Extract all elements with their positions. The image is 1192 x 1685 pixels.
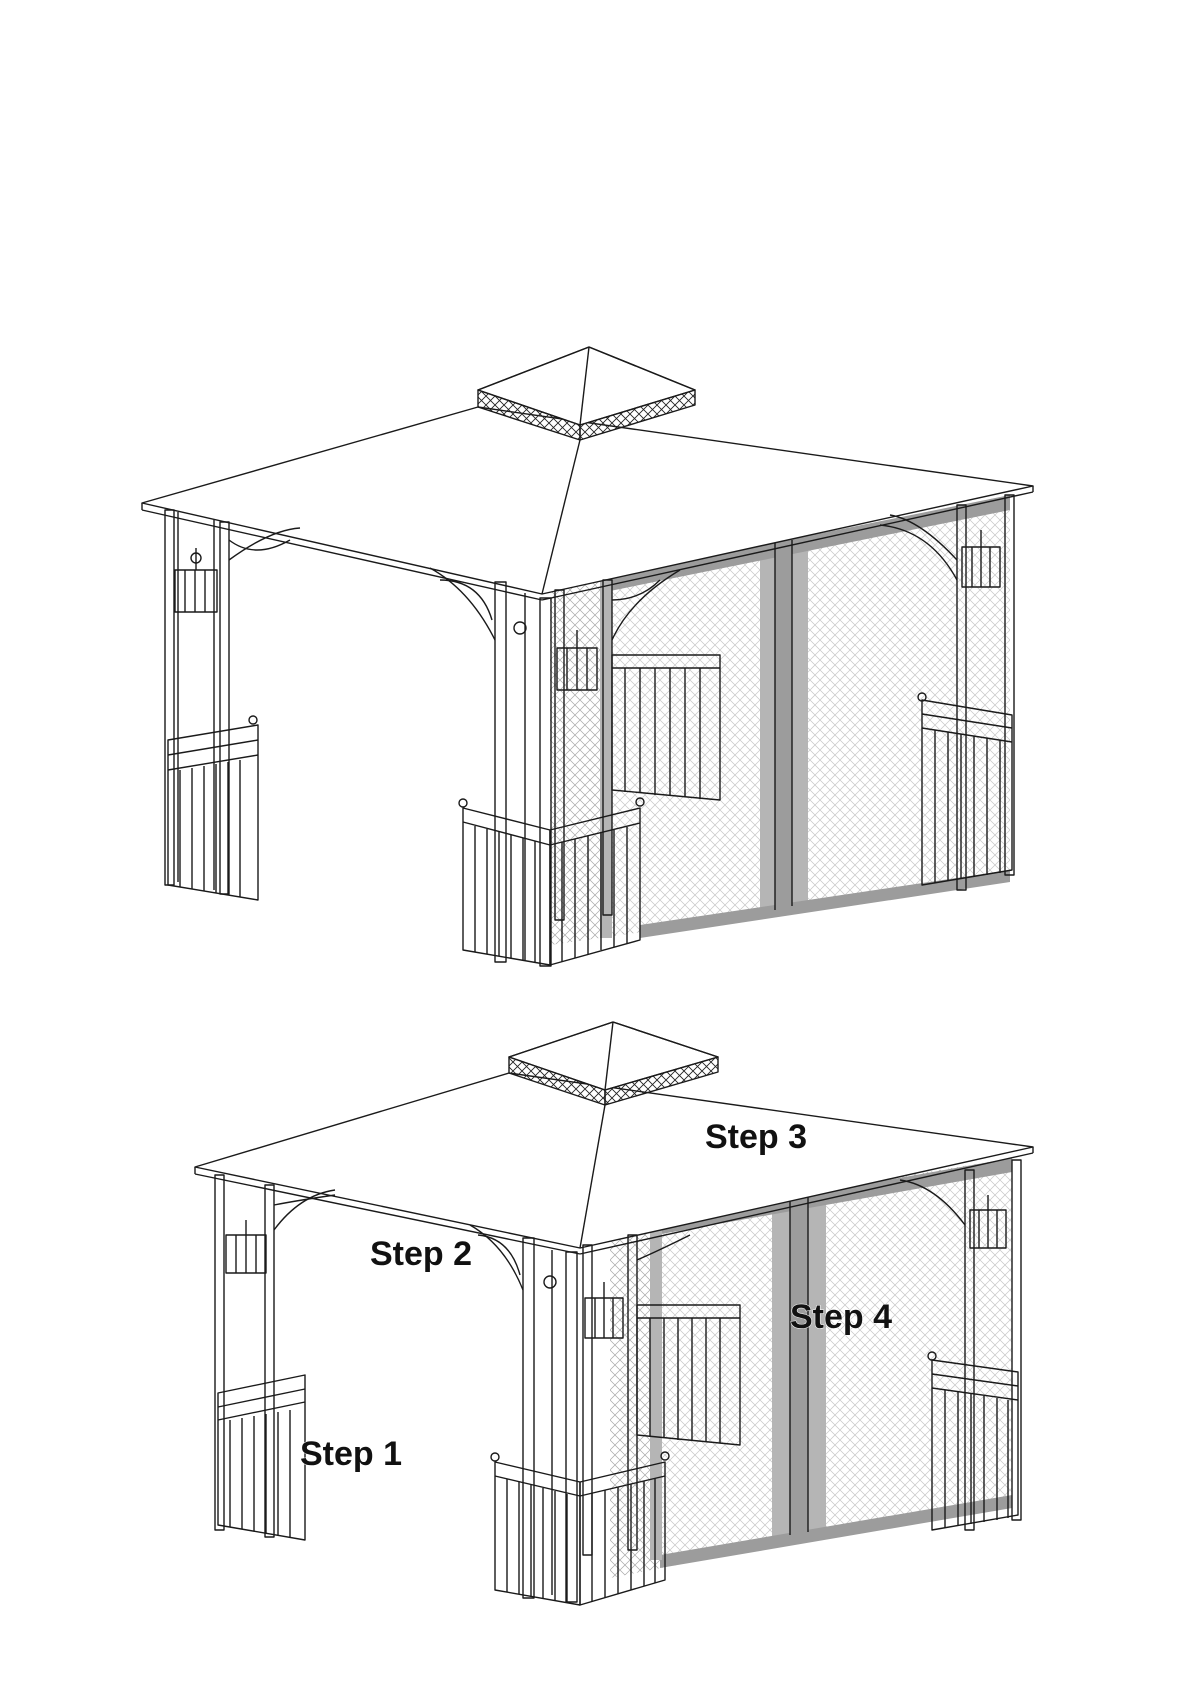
step-4-label: Step 4 [790, 1298, 892, 1336]
front-post-steps [470, 1225, 577, 1602]
left-post-steps [215, 1175, 335, 1537]
front-post [430, 568, 551, 966]
gazebo-bottom-figure [195, 1022, 1033, 1605]
step-1-label: Step 1 [300, 1435, 402, 1473]
left-post [165, 510, 300, 894]
gazebo-top-figure [142, 347, 1033, 966]
left-railing-steps [218, 1375, 305, 1540]
step-3-label: Step 3 [705, 1118, 807, 1156]
step-2-label: Step 2 [370, 1235, 472, 1273]
left-railing [168, 716, 258, 900]
